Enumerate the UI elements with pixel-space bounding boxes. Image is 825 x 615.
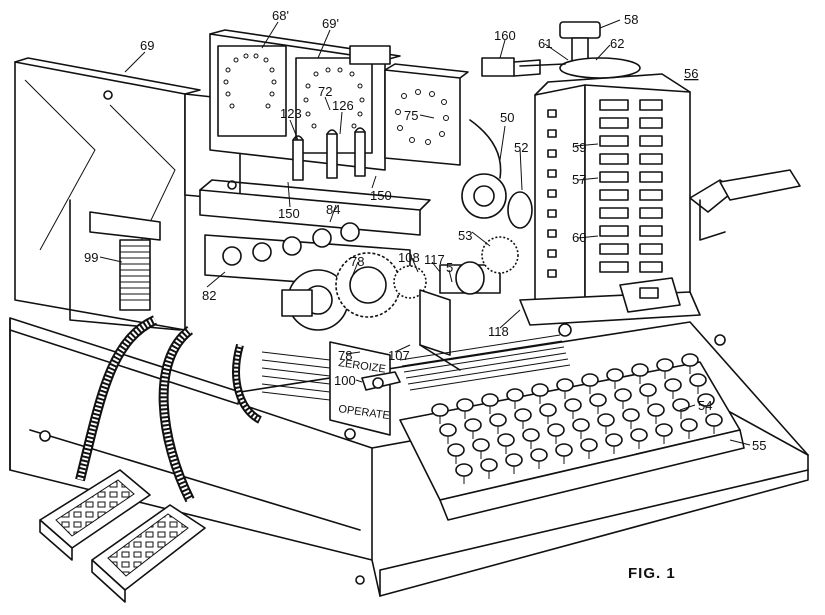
key-cap bbox=[639, 383, 657, 397]
key-cap bbox=[705, 413, 723, 427]
solenoid-coil bbox=[69, 199, 181, 331]
key-cap bbox=[489, 413, 507, 427]
support-bar bbox=[199, 179, 431, 236]
numeral-69: 69 bbox=[140, 38, 154, 53]
key-cap bbox=[539, 403, 557, 417]
numeral-100: 100 bbox=[334, 373, 356, 388]
key-cap bbox=[431, 403, 449, 417]
key-cap bbox=[547, 423, 565, 437]
cable-harness bbox=[75, 315, 263, 503]
numeral-54: 54 bbox=[698, 398, 712, 413]
key-cap bbox=[530, 448, 548, 462]
numeral-50: 50 bbox=[500, 110, 514, 125]
key-cap bbox=[614, 388, 632, 402]
key-cap bbox=[689, 373, 707, 387]
numeral-150-left: 150 bbox=[278, 206, 300, 221]
wiring-bundle bbox=[261, 351, 331, 401]
numeral-75: 75 bbox=[404, 108, 418, 123]
numeral-72: 72 bbox=[318, 84, 332, 99]
key-cap bbox=[630, 428, 648, 442]
numeral-150-right: 150 bbox=[370, 188, 392, 203]
key-cap bbox=[555, 443, 573, 457]
key-cap bbox=[480, 458, 498, 472]
key-cap bbox=[631, 363, 649, 377]
key-cap bbox=[522, 428, 540, 442]
print-drum-knob bbox=[481, 21, 641, 79]
numeral-56: 56 bbox=[684, 66, 698, 81]
numeral-53: 53 bbox=[458, 228, 472, 243]
numeral-82: 82 bbox=[202, 288, 216, 303]
rotor-windows bbox=[209, 29, 469, 171]
numeral-61: 61 bbox=[538, 36, 552, 51]
control-panel: ZEROIZE OPERATE bbox=[329, 341, 401, 436]
plug-connector-left bbox=[39, 469, 151, 561]
key-cap bbox=[647, 403, 665, 417]
key-cap bbox=[664, 378, 682, 392]
numeral-108: 108 bbox=[398, 250, 420, 265]
numeral-117: 117 bbox=[424, 252, 445, 267]
key-cap bbox=[447, 443, 465, 457]
key-cap bbox=[581, 373, 599, 387]
key-cap bbox=[464, 418, 482, 432]
leader-lines bbox=[99, 19, 751, 446]
numeral-107: 107 bbox=[388, 348, 410, 363]
key-cap bbox=[572, 418, 590, 432]
key-cap bbox=[497, 433, 515, 447]
numeral-118: 118 bbox=[488, 324, 509, 339]
keyboard bbox=[399, 353, 745, 521]
numeral-160: 160 bbox=[494, 28, 516, 43]
key-cap bbox=[531, 383, 549, 397]
shaft-assembly bbox=[419, 119, 533, 371]
numeral-59: 59 bbox=[572, 140, 586, 155]
key-cap bbox=[622, 408, 640, 422]
rotor-fingers bbox=[292, 127, 366, 181]
key-cap bbox=[589, 393, 607, 407]
hand-crank bbox=[689, 169, 801, 241]
figure-caption: FIG. 1 bbox=[628, 565, 676, 582]
numeral-123: 123 bbox=[280, 106, 302, 121]
numeral-69-prime: 69' bbox=[322, 16, 339, 31]
key-cap bbox=[580, 438, 598, 452]
key-cap bbox=[481, 393, 499, 407]
key-cap bbox=[505, 453, 523, 467]
key-cap bbox=[681, 353, 699, 367]
numeral-78-panel: 78 bbox=[338, 348, 352, 363]
key-cap bbox=[605, 433, 623, 447]
numeral-84: 84 bbox=[326, 202, 340, 217]
numeral-99: 99 bbox=[84, 250, 98, 265]
numeral-60: 60 bbox=[572, 230, 586, 245]
numeral-58: 58 bbox=[624, 12, 638, 27]
numeral-5: 5 bbox=[446, 260, 453, 275]
numeral-126: 126 bbox=[332, 98, 354, 113]
key-cap bbox=[472, 438, 490, 452]
key-cap bbox=[680, 418, 698, 432]
numeral-57: 57 bbox=[572, 172, 586, 187]
numeral-52: 52 bbox=[514, 140, 528, 155]
numeral-55: 55 bbox=[752, 438, 766, 453]
key-cap bbox=[506, 388, 524, 402]
plug-connector-right bbox=[91, 504, 206, 603]
key-cap bbox=[439, 423, 457, 437]
key-cap bbox=[456, 398, 474, 412]
key-cap bbox=[597, 413, 615, 427]
key-cap bbox=[455, 463, 473, 477]
numeral-78-gear: 78 bbox=[350, 254, 364, 269]
numeral-62: 62 bbox=[610, 36, 624, 51]
numeral-68-prime: 68' bbox=[272, 8, 289, 23]
print-drum-unit bbox=[519, 73, 701, 337]
drive-gears bbox=[281, 252, 427, 331]
key-cap bbox=[564, 398, 582, 412]
key-cap bbox=[606, 368, 624, 382]
typebar-slot bbox=[399, 334, 571, 391]
key-cap bbox=[655, 423, 673, 437]
key-cap bbox=[656, 358, 674, 372]
key-cap bbox=[556, 378, 574, 392]
reference-numerals: 69 68' 69' 72 123 126 75 150 150 84 99 8… bbox=[84, 8, 766, 453]
key-cap bbox=[514, 408, 532, 422]
